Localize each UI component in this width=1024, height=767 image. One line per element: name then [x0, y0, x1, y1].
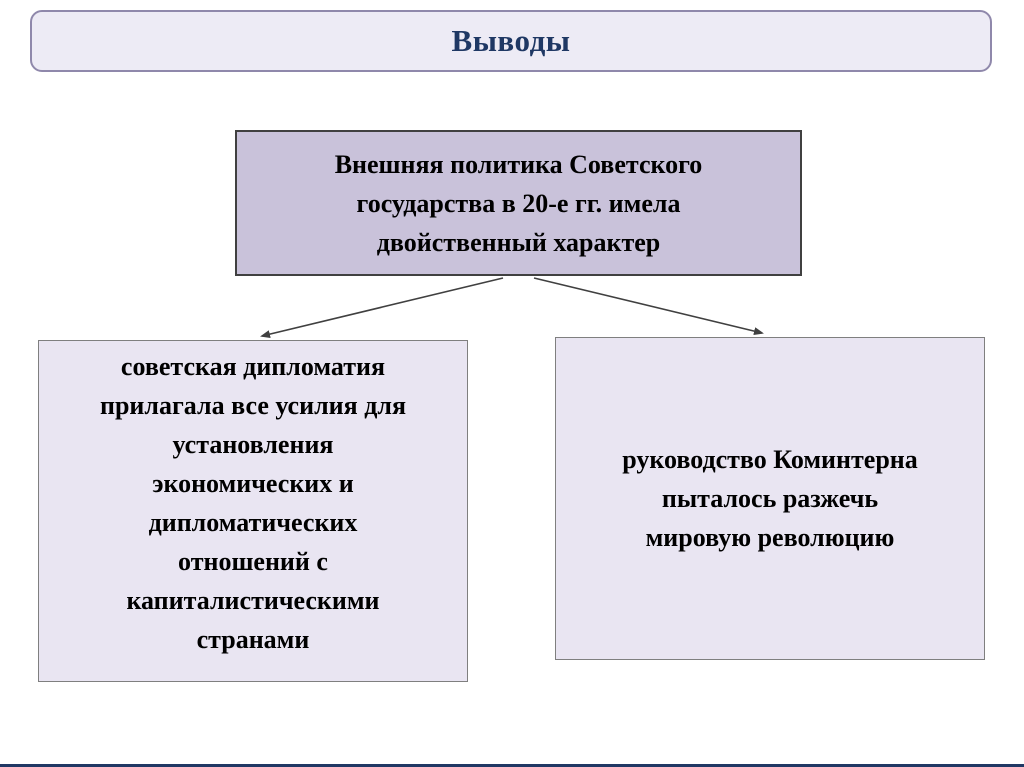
title-box: Выводы — [30, 10, 992, 72]
right-conclusion-text: руководство Коминтерна пыталось разжечь … — [622, 445, 918, 552]
arrow-to-right-box — [533, 277, 764, 336]
left-conclusion-box: советская дипломатия прилагала все усили… — [38, 340, 468, 682]
main-conclusion-box: Внешняя политика Советского государства … — [235, 130, 802, 276]
main-conclusion-text: Внешняя политика Советского государства … — [334, 149, 703, 257]
right-conclusion-box: руководство Коминтерна пыталось разжечь … — [555, 337, 985, 660]
slide-title: Выводы — [451, 23, 571, 58]
left-conclusion-text: советская дипломатия прилагала все усили… — [99, 352, 407, 654]
arrow-to-left-box — [260, 277, 504, 339]
bottom-border-line — [0, 764, 1024, 767]
